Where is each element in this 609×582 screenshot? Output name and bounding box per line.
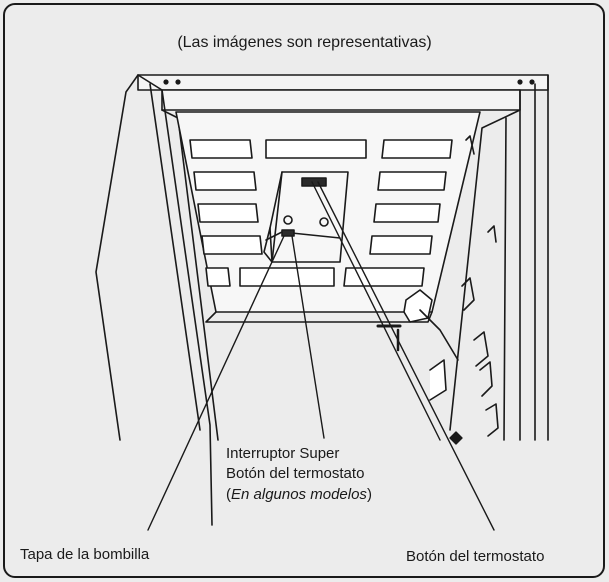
label-thermostat-knob-center: Botón del termostato	[226, 465, 365, 482]
leader-bulb-cover	[147, 235, 285, 531]
leader-thermostat-right	[317, 181, 495, 531]
control-box	[263, 171, 349, 263]
leader-thermostat-center	[311, 181, 441, 441]
cabinet-top-frame	[137, 74, 549, 111]
right-side-wall	[449, 74, 549, 441]
door-hinge-details	[376, 135, 499, 437]
label-super-switch: Interruptor Super	[226, 445, 340, 462]
label-bulb-cover: Tapa de la bombilla	[20, 546, 150, 563]
leader-lines	[147, 181, 495, 531]
models-paren-open: (	[226, 486, 231, 503]
leader-super-switch	[291, 235, 325, 439]
label-thermostat-knob-right: Botón del termostato	[406, 548, 545, 565]
figure-caption: (Las imágenes son representativas)	[177, 34, 432, 51]
models-italic-text: En algunos modelos	[231, 486, 367, 503]
label-some-models: (En algunos modelos)	[226, 485, 372, 504]
models-paren-close: )	[366, 486, 372, 503]
